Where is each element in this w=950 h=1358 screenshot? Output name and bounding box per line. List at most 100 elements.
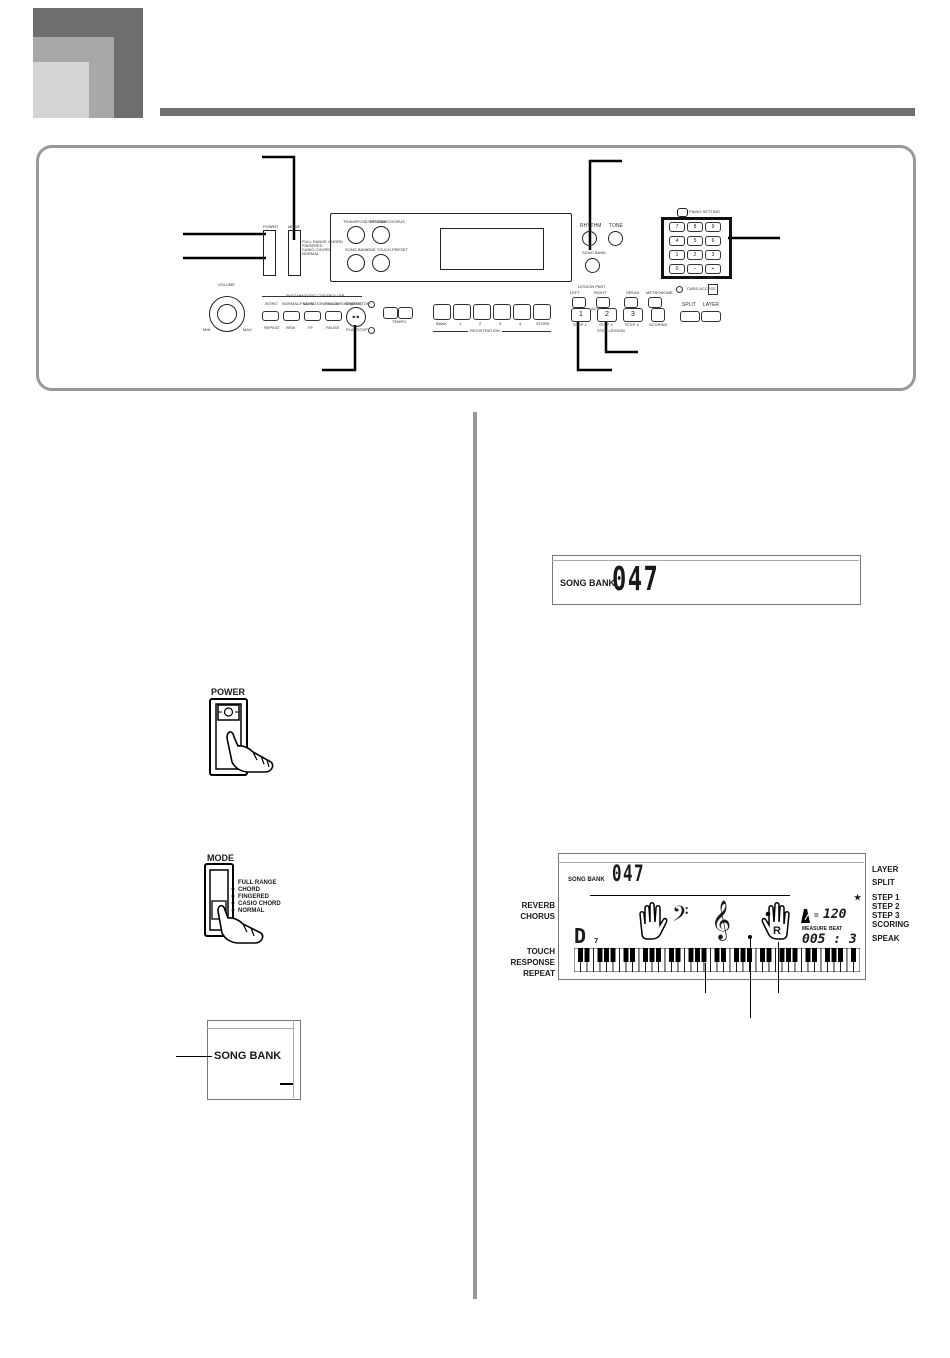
lcd2-keyboard	[574, 948, 860, 972]
numpad-key-1[interactable]: 1	[669, 250, 685, 260]
step-label-2: STEP 3	[625, 322, 639, 327]
numpad-key-8[interactable]: 8	[687, 222, 703, 232]
lcd2-left-label: CHORUS	[520, 912, 555, 921]
lcd-partial-inner-right	[293, 1020, 294, 1098]
lcd2-measure-value: 005 : 3	[802, 932, 857, 947]
step-label-1: STEP 2	[599, 322, 613, 327]
lcd-black-key	[630, 948, 635, 962]
numpad-key-7[interactable]: 7	[669, 222, 685, 232]
power-figure-label: POWER	[211, 687, 246, 697]
mode-opt-2: FINGERED	[238, 894, 270, 900]
numpad-key-0[interactable]: 0	[669, 264, 685, 274]
metronome-label: METRONOME	[646, 290, 673, 295]
lcd2-left-label: RESPONSE	[510, 958, 555, 967]
card-slot-icon	[708, 284, 718, 295]
step3-button[interactable]: 3	[623, 308, 643, 322]
numpad-key-4[interactable]: 4	[669, 236, 685, 246]
controller-top-1: NORMAL/FILL-IN	[282, 301, 314, 306]
numpad-key-2[interactable]: 2	[687, 250, 703, 260]
panel-songbank-button[interactable]	[347, 254, 365, 272]
numpad-key-6[interactable]: 6	[705, 236, 721, 246]
intro-button[interactable]	[262, 311, 279, 321]
reg-store-button[interactable]	[533, 304, 551, 320]
scoring-button[interactable]	[651, 308, 665, 322]
lcd2-right-label: STEP 3	[872, 911, 900, 920]
lcd2-staff-line	[590, 895, 790, 896]
reg-label-2: 2	[479, 321, 482, 326]
metronome-button[interactable]	[648, 297, 662, 308]
lcd2-callout-1	[705, 963, 706, 993]
song-bank-button[interactable]	[585, 258, 600, 273]
lcd3-callout	[176, 1056, 212, 1057]
lesson-left-button[interactable]	[572, 297, 586, 308]
start-stop-button[interactable]: ▶/■	[346, 307, 366, 327]
layer-button[interactable]	[701, 311, 721, 322]
power-switch-figure[interactable]	[205, 696, 285, 780]
reg-1-button[interactable]	[453, 304, 471, 320]
numpad-key-5[interactable]: 5	[687, 236, 703, 246]
piano-setting-button[interactable]	[677, 208, 688, 217]
tone-button[interactable]	[608, 231, 623, 246]
layer-label: LAYER	[703, 302, 720, 308]
lcd2-right-label: LAYER	[872, 865, 899, 874]
panel-mode-switch[interactable]	[288, 230, 301, 276]
lcd-button-label-3: ONE TOUCH PRESET	[367, 247, 408, 252]
lcd-black-key	[584, 948, 590, 962]
reg-bank-button[interactable]	[433, 304, 451, 320]
volume-min: MIN	[203, 327, 211, 332]
numpad-key-label: 0	[675, 266, 679, 272]
numpad-key-minus[interactable]: −	[687, 264, 703, 274]
lcd-black-key	[610, 948, 616, 962]
step2-button[interactable]: 2	[597, 308, 617, 322]
reg-label-0: BANK	[436, 321, 447, 326]
numpad-key-label: 8	[693, 224, 697, 230]
numpad-key-label: 9	[711, 224, 715, 230]
lcd2-right-label: SPEAK	[872, 934, 900, 943]
rhythm-button[interactable]	[582, 231, 597, 246]
split-button[interactable]	[680, 311, 700, 322]
lcd2-measure-label: MEASURE	[802, 926, 828, 932]
lesson-left-label: LEFT	[570, 290, 580, 295]
numpad-key-3[interactable]: 3	[705, 250, 721, 260]
speak-label: SPEAK	[626, 290, 640, 295]
lcd-black-key	[831, 948, 837, 962]
panel-onetouch-button[interactable]	[372, 254, 390, 272]
lcd2-equals: =	[814, 911, 819, 920]
panel-transpose-button[interactable]	[347, 226, 365, 244]
step1-button[interactable]: 1	[571, 308, 591, 322]
mode-switch-figure[interactable]	[202, 861, 272, 945]
lcd-button-label-0: TRANSPOSE/SETTING	[343, 219, 387, 224]
numpad-yes-label: YES	[707, 275, 716, 280]
synchro-ending-button[interactable]	[325, 311, 342, 321]
lcd-black-key	[812, 948, 817, 962]
lcd2-chord-root: D	[574, 924, 587, 948]
variation-fill-button[interactable]	[304, 311, 321, 321]
normal-fill-button[interactable]	[283, 311, 300, 321]
lcd2-right-label: STEP 1	[872, 893, 900, 902]
tempo-up-button[interactable]	[398, 307, 413, 319]
lesson-right-button[interactable]	[596, 297, 610, 308]
numpad-key-plus[interactable]: +	[705, 264, 721, 274]
speak-button[interactable]	[624, 297, 638, 308]
lcd2-right-labels: LAYER SPLIT	[872, 863, 898, 889]
song-bank-panel-label: SONG BANK	[582, 250, 606, 255]
numpad-no-label: NO	[689, 275, 695, 280]
lcd2-left-label: TOUCH	[526, 947, 555, 956]
lcd-songbank-inner-line	[552, 560, 859, 561]
numpad-key-9[interactable]: 9	[705, 222, 721, 232]
numpad-key-label: 1	[675, 252, 679, 258]
controller-top-3: SYNCHRO/ENDING	[325, 301, 362, 306]
panel-power-switch[interactable]	[263, 230, 276, 276]
lcd-button-label-1: REVERB/CHORUS	[370, 219, 405, 224]
reg-2-button[interactable]	[473, 304, 491, 320]
lcd-black-key	[578, 948, 583, 962]
controller-bottom-3: PAUSE	[326, 325, 340, 330]
lcd2-songbank-label: SONG BANK	[568, 877, 605, 883]
bass-clef-icon: 𝄢	[672, 902, 689, 932]
panel-reverb-button[interactable]	[372, 226, 390, 244]
tempo-down-button[interactable]	[383, 307, 398, 319]
volume-knob[interactable]	[209, 296, 245, 332]
reg-4-button[interactable]	[513, 304, 531, 320]
reg-3-button[interactable]	[493, 304, 511, 320]
mode-option-dots	[231, 887, 235, 912]
